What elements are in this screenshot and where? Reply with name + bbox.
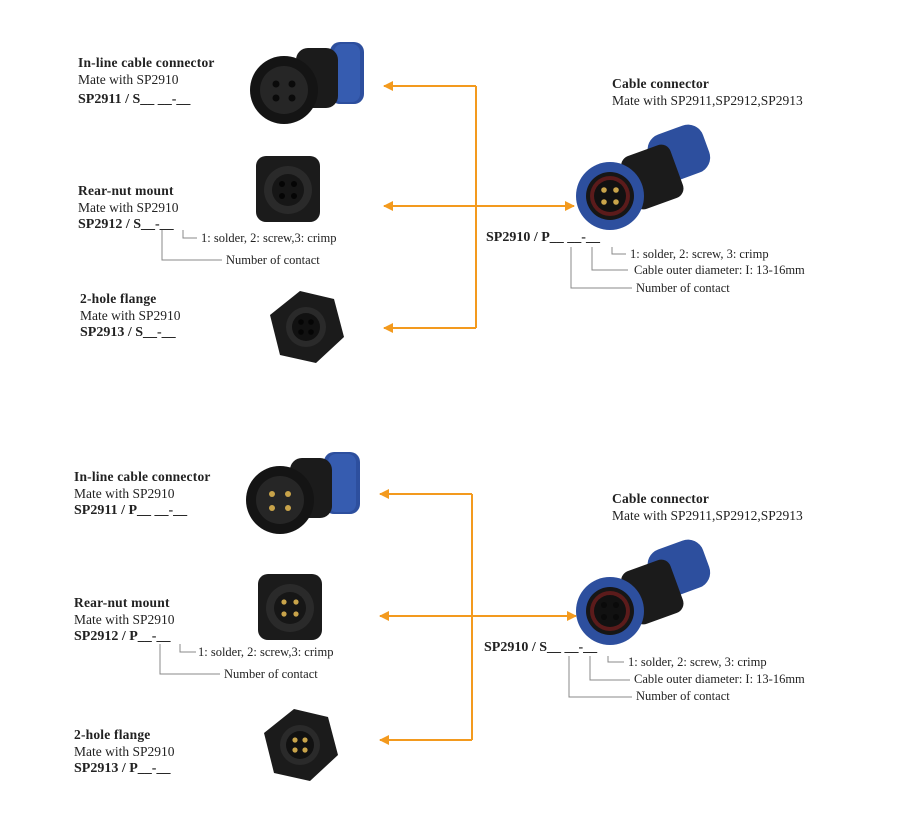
rearnut-code: SP2912 / P__-__: [74, 629, 171, 644]
rearnut-mate: Mate with SP2910: [74, 612, 175, 627]
rearnut-code: SP2912 / S__-__: [78, 217, 174, 232]
cable-note-contacts-bottom: Number of contact: [636, 689, 730, 703]
cable-note-diameter-top: Cable outer diameter: I: 13-16mm: [634, 263, 805, 277]
inline-mate: Mate with SP2910: [78, 72, 179, 87]
cable-label-bottom: Cable connector Mate with SP2911,SP2912,…: [612, 490, 803, 524]
inline-label-top: In-line cable connector Mate with SP2910…: [78, 54, 215, 108]
cable-note-termination-bottom: 1: solder, 2: screw, 3: crimp: [628, 655, 767, 669]
flange-connector-image-top: [270, 291, 344, 363]
inline-title: In-line cable connector: [74, 469, 211, 484]
cable-note-contacts-top: Number of contact: [636, 281, 730, 295]
leader-lines-rearnut-top: [161, 230, 222, 261]
inline-connector-image-bottom: [246, 452, 360, 534]
rearnut-connector-image-top: [256, 156, 320, 222]
rearnut-note-contacts: Number of contact: [226, 253, 320, 267]
leader-lines-rearnut-bottom: [159, 644, 220, 675]
cable-code-top: SP2910 / P__ __-__: [486, 230, 600, 245]
flange-code: SP2913 / P__-__: [74, 761, 171, 776]
rearnut-mate: Mate with SP2910: [78, 200, 179, 215]
cable-connector-image-top: [576, 124, 711, 230]
rearnut-title: Rear-nut mount: [78, 183, 174, 198]
rearnut-note-contacts: Number of contact: [224, 667, 318, 681]
flange-code: SP2913 / S__-__: [80, 325, 176, 340]
bottom-arrow-network: [379, 489, 577, 745]
flange-connector-image-bottom: [264, 709, 338, 781]
top-arrow-network: [383, 81, 575, 333]
rearnut-label-top: Rear-nut mount Mate with SP2910 SP2912 /…: [78, 182, 179, 233]
rearnut-connector-image-bottom: [258, 574, 322, 640]
cable-label-top: Cable connector Mate with SP2911,SP2912,…: [612, 75, 803, 109]
cable-title: Cable connector: [612, 76, 710, 91]
flange-label-bottom: 2-hole flange Mate with SP2910 SP2913 / …: [74, 726, 175, 777]
inline-label-bottom: In-line cable connector Mate with SP2910…: [74, 468, 211, 519]
rearnut-title: Rear-nut mount: [74, 595, 170, 610]
rearnut-note-termination: 1: solder, 2: screw,3: crimp: [198, 645, 334, 659]
leader-lines-cable-bottom: [568, 656, 632, 698]
cable-note-termination-top: 1: solder, 2: screw, 3: crimp: [630, 247, 769, 261]
flange-label-top: 2-hole flange Mate with SP2910 SP2913 / …: [80, 290, 181, 341]
rearnut-note-termination: 1: solder, 2: screw,3: crimp: [201, 231, 337, 245]
inline-connector-image-top: [250, 42, 364, 124]
cable-mate: Mate with SP2911,SP2912,SP2913: [612, 508, 803, 523]
cable-connector-image-bottom: [576, 539, 711, 645]
flange-mate: Mate with SP2910: [74, 744, 175, 759]
cable-note-diameter-bottom: Cable outer diameter: I: 13-16mm: [634, 672, 805, 686]
cable-mate: Mate with SP2911,SP2912,SP2913: [612, 93, 803, 108]
flange-mate: Mate with SP2910: [80, 308, 181, 323]
inline-mate: Mate with SP2910: [74, 486, 175, 501]
leader-lines-cable-top: [570, 247, 632, 289]
inline-code: SP2911 / P__ __-__: [74, 503, 188, 518]
inline-title: In-line cable connector: [78, 55, 215, 70]
inline-code: SP2911 / S__ __-__: [78, 92, 191, 107]
cable-code-bottom: SP2910 / S__ __-__: [484, 640, 598, 655]
flange-title: 2-hole flange: [80, 291, 157, 306]
cable-title: Cable connector: [612, 491, 710, 506]
rearnut-label-bottom: Rear-nut mount Mate with SP2910 SP2912 /…: [74, 594, 175, 645]
flange-title: 2-hole flange: [74, 727, 151, 742]
